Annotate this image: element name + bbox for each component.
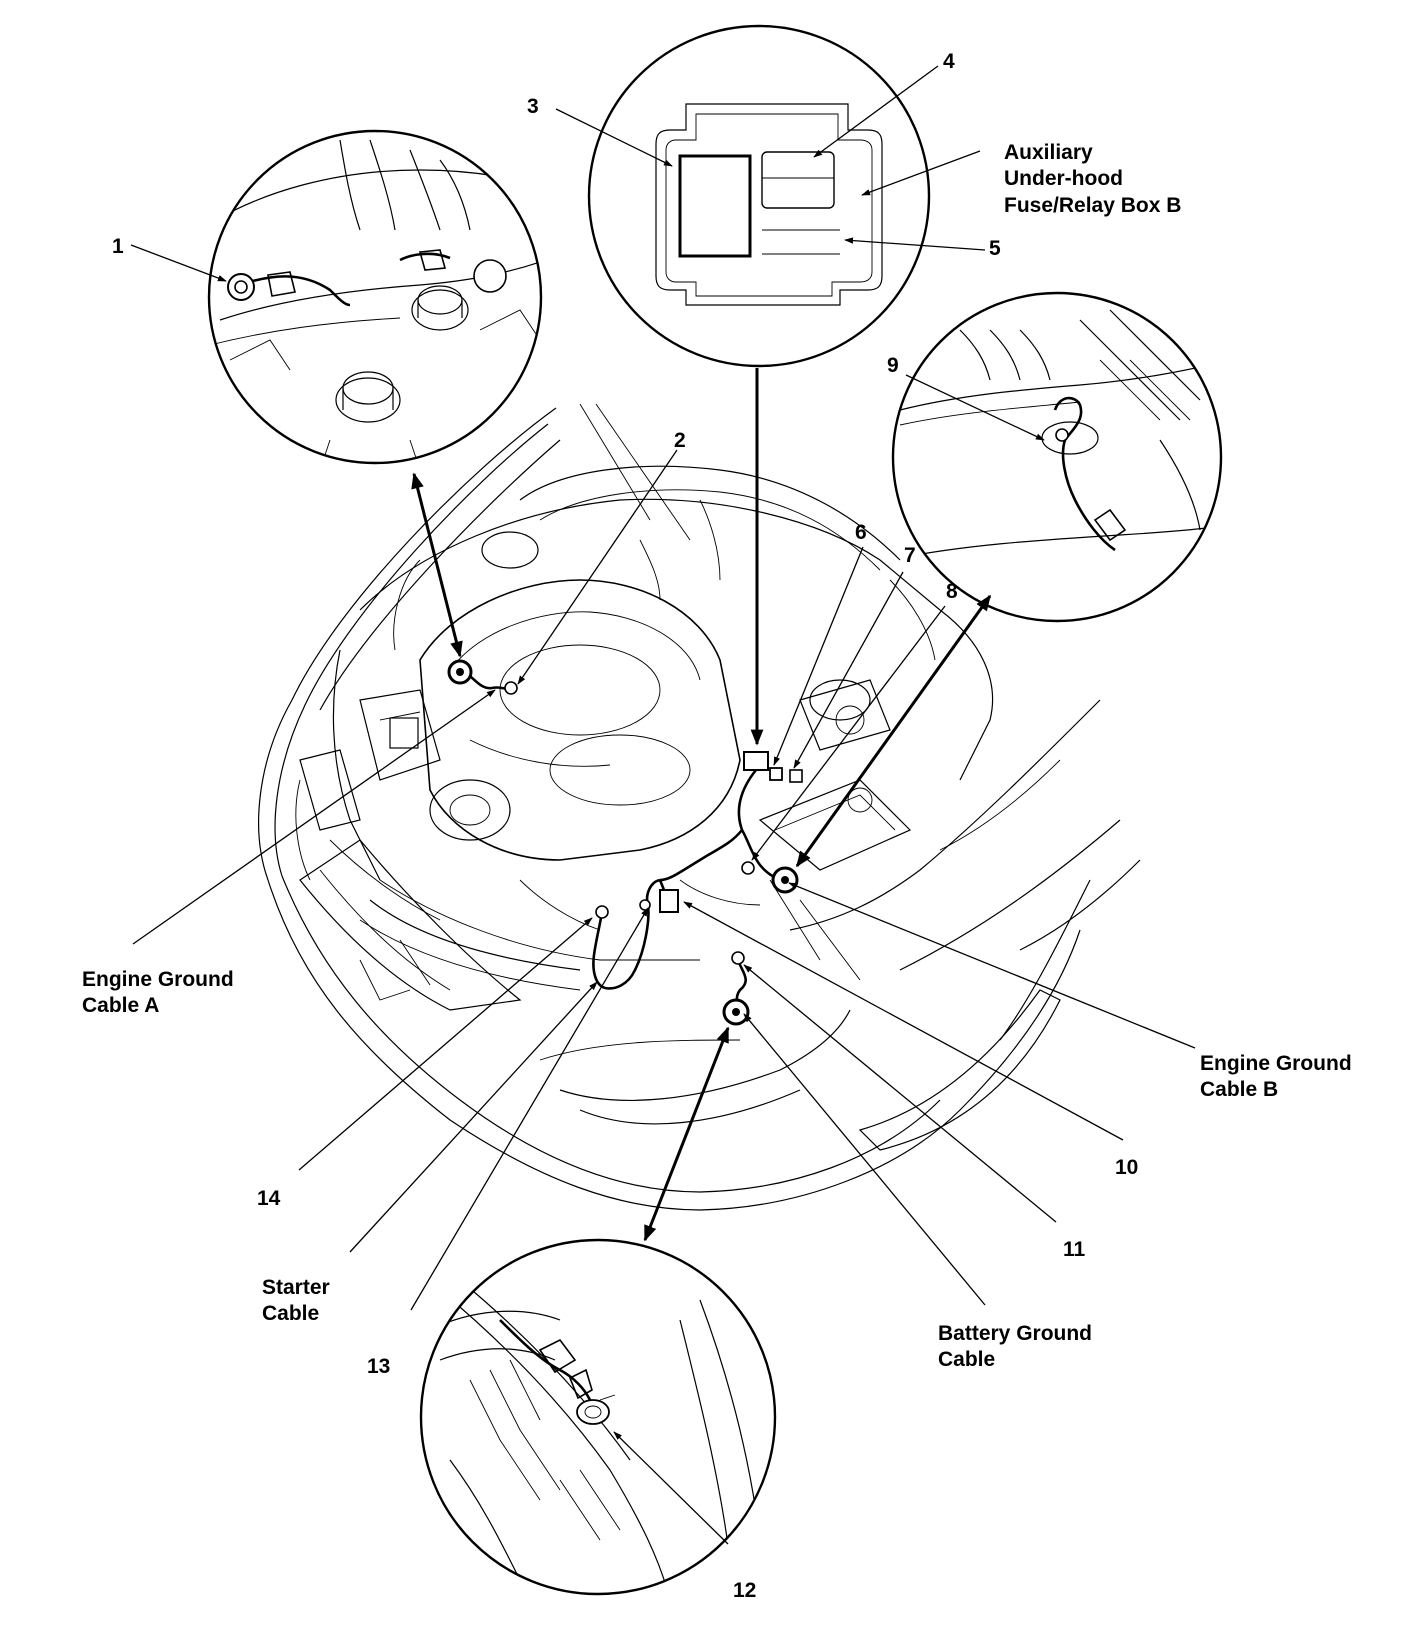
callout-3: 3 — [527, 95, 539, 118]
callout-6: 6 — [855, 521, 867, 544]
detail-circle-engine-ground-a — [207, 129, 543, 465]
engine-ground-a-label-line2: Cable A — [82, 994, 159, 1017]
engine-ground-b-label-line1: Engine Ground — [1200, 1052, 1352, 1075]
engine-ground-b-label-line2: Cable B — [1200, 1078, 1278, 1101]
callout-2: 2 — [674, 429, 686, 452]
callout-11: 11 — [1063, 1238, 1086, 1261]
ground-cables — [447, 659, 803, 1026]
fuse-box-label-line3: Fuse/Relay Box B — [1004, 194, 1181, 217]
callout-8: 8 — [946, 580, 958, 603]
battery-ground-label-line1: Battery Ground — [938, 1322, 1092, 1345]
callout-12: 12 — [733, 1579, 756, 1602]
callout-9: 9 — [887, 354, 899, 377]
callout-labels: 1 2 3 4 5 6 7 8 9 10 11 12 13 14 Auxilia… — [82, 50, 1352, 1602]
callout-13: 13 — [367, 1355, 390, 1378]
fuse-box-label-line1: Auxiliary — [1004, 141, 1093, 164]
starter-cable-label-line1: Starter — [262, 1276, 330, 1299]
callout-1: 1 — [112, 235, 124, 258]
callout-10: 10 — [1115, 1156, 1138, 1179]
detail-circle-fuse-relay-box — [587, 24, 931, 368]
detail-connector-arrows — [411, 368, 992, 1242]
battery-ground-label-line2: Cable — [938, 1348, 995, 1371]
callout-4: 4 — [943, 50, 955, 73]
callout-14: 14 — [257, 1187, 281, 1210]
leader-lines — [130, 65, 1196, 1545]
callout-5: 5 — [989, 237, 1001, 260]
engine-ground-a-label-line1: Engine Ground — [82, 968, 234, 991]
detail-circle-battery-ground — [419, 1238, 777, 1596]
callout-7: 7 — [904, 544, 916, 567]
starter-cable-label-line2: Cable — [262, 1302, 319, 1325]
detail-circle-engine-ground-b — [891, 291, 1223, 623]
fuse-box-label-line2: Under-hood — [1004, 167, 1123, 190]
